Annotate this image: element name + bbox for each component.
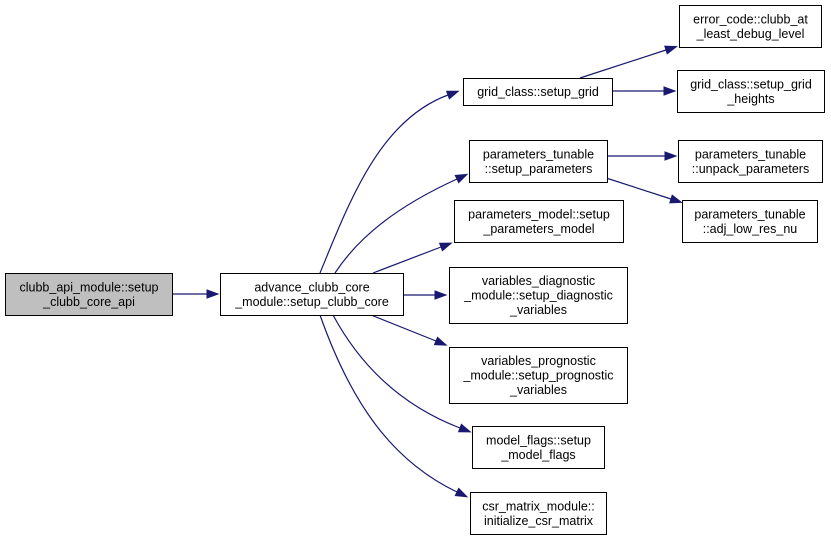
node-label-line: _variables — [509, 303, 567, 317]
edge-advance_core-to-setup_grid — [319, 90, 460, 274]
edge-advance_core-to-diag_vars — [403, 290, 448, 300]
node-box — [454, 200, 624, 243]
node-diag-vars[interactable]: variables_diagnostic_module::setup_diagn… — [449, 267, 628, 324]
edges-layer — [172, 45, 683, 498]
node-label-line: _least_debug_level — [696, 27, 805, 41]
node-box — [449, 267, 628, 324]
edge-setup_params-to-unpack_params — [607, 151, 678, 161]
node-box — [449, 347, 628, 404]
arrowhead — [445, 90, 460, 100]
node-advance-core[interactable]: advance_clubb_core_module::setup_clubb_c… — [220, 273, 404, 316]
node-unpack-params[interactable]: parameters_tunable::unpack_parameters — [678, 140, 823, 183]
node-grid-heights[interactable]: grid_class::setup_grid_heights — [677, 70, 825, 113]
node-label-line: initialize_csr_matrix — [484, 514, 594, 528]
node-label-line: parameters_tunable — [695, 147, 806, 161]
edge-line — [319, 314, 458, 493]
node-box — [677, 70, 825, 113]
node-box — [678, 140, 823, 183]
node-label-line: parameters_model::setup — [468, 207, 610, 221]
node-box — [469, 140, 608, 183]
edge-clubb_api-to-advance_core — [172, 289, 220, 299]
node-label-line: error_code::clubb_at — [693, 12, 808, 26]
node-box — [220, 273, 404, 316]
edge-line — [334, 178, 458, 274]
edge-setup_grid-to-grid_heights — [612, 86, 677, 96]
node-label-line: advance_clubb_core — [254, 280, 369, 294]
arrowhead — [434, 290, 448, 300]
node-label-line: grid_class::setup_grid — [690, 77, 812, 91]
arrowhead — [663, 86, 677, 96]
arrowhead — [664, 151, 678, 161]
edge-line — [579, 49, 667, 79]
node-csr-matrix[interactable]: csr_matrix_module::initialize_csr_matrix — [470, 492, 607, 535]
edge-advance_core-to-model_flags — [332, 314, 472, 433]
arrowhead — [454, 487, 469, 498]
arrowhead — [669, 194, 683, 204]
node-label-line: grid_class::setup_grid — [477, 85, 599, 99]
edge-line — [332, 314, 461, 429]
node-prog-vars[interactable]: variables_prognostic_module::setup_progn… — [449, 347, 628, 404]
edge-advance_core-to-setup_params — [334, 173, 469, 274]
node-label-line: _model_flags — [500, 448, 575, 462]
edge-line — [372, 246, 442, 274]
node-box — [470, 492, 607, 535]
node-clubb-api[interactable]: clubb_api_module::setup_clubb_core_api — [5, 273, 173, 316]
edge-advance_core-to-csr_matrix — [319, 314, 469, 498]
node-label-line: _clubb_core_api — [42, 295, 135, 309]
edge-setup_grid-to-debug_level — [579, 45, 678, 79]
node-label-line: _variables — [509, 383, 567, 397]
node-label-line: _heights — [726, 92, 774, 106]
edge-setup_params-to-adj_low_res — [602, 176, 683, 204]
node-label-line: parameters_tunable — [694, 207, 805, 221]
node-params-model[interactable]: parameters_model::setup_parameters_model — [454, 200, 624, 243]
node-box — [463, 78, 613, 106]
edge-line — [319, 94, 449, 274]
node-box — [682, 200, 818, 243]
node-label-line: variables_prognostic — [481, 354, 596, 368]
arrowhead — [433, 336, 448, 346]
node-label-line: ::setup_parameters — [485, 162, 593, 176]
node-setup-params[interactable]: parameters_tunable::setup_parameters — [469, 140, 608, 183]
edge-advance_core-to-params_model — [372, 242, 453, 274]
nodes-layer: clubb_api_module::setup_clubb_core_api ad… — [5, 5, 825, 535]
edge-advance_core-to-prog_vars — [370, 314, 448, 346]
arrowhead — [438, 242, 453, 252]
node-model-flags[interactable]: model_flags::setup_model_flags — [472, 426, 605, 469]
node-box — [5, 273, 173, 316]
node-label-line: _parameters_model — [482, 222, 594, 236]
node-debug-level[interactable]: error_code::clubb_at_least_debug_level — [679, 5, 822, 48]
node-label-line: _module::setup_clubb_core — [234, 295, 389, 309]
node-label-line: variables_diagnostic — [482, 274, 595, 288]
node-label-line: ::adj_low_res_nu — [703, 222, 798, 236]
node-label-line: _module::setup_diagnostic — [463, 289, 613, 303]
edge-line — [370, 314, 437, 342]
node-box — [679, 5, 822, 48]
node-label-line: model_flags::setup — [486, 433, 591, 447]
arrowhead — [206, 289, 220, 299]
node-box — [472, 426, 605, 469]
arrowhead — [664, 45, 678, 55]
node-label-line: parameters_tunable — [483, 147, 594, 161]
edge-line — [602, 176, 672, 200]
node-label-line: clubb_api_module::setup — [20, 280, 159, 294]
node-adj-low-res[interactable]: parameters_tunable::adj_low_res_nu — [682, 200, 818, 243]
node-label-line: csr_matrix_module:: — [482, 499, 595, 513]
node-label-line: ::unpack_parameters — [692, 162, 809, 176]
node-setup-grid[interactable]: grid_class::setup_grid — [463, 78, 613, 106]
arrowhead — [457, 423, 472, 433]
node-label-line: _module::setup_prognostic — [462, 369, 613, 383]
arrowhead — [454, 173, 469, 184]
